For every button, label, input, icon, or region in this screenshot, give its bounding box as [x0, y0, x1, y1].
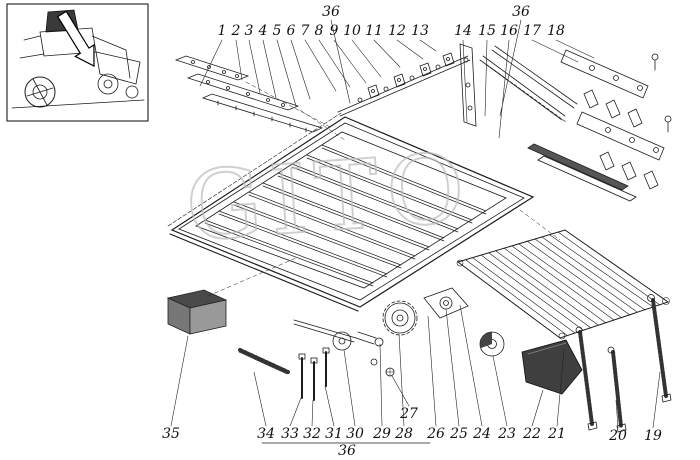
direction-arrow-icon	[56, 10, 95, 67]
callout-22: 22	[523, 426, 541, 442]
finger-bar-brackets	[337, 52, 471, 117]
callout-29: 29	[373, 426, 391, 442]
callout-34: 34	[257, 426, 275, 442]
callout-15: 15	[478, 23, 496, 39]
callout-20: 20	[609, 428, 627, 444]
callout-4: 4	[258, 23, 268, 39]
knife-bar	[527, 143, 637, 202]
callout-13: 13	[411, 23, 429, 39]
leader-lines	[170, 19, 661, 429]
callout-26: 26	[427, 426, 445, 442]
callout-36-top-right: 36	[512, 4, 530, 20]
callout-18: 18	[547, 23, 565, 39]
callout-16: 16	[500, 23, 518, 39]
callout-9: 9	[329, 23, 339, 39]
drive-cluster	[293, 287, 505, 377]
callout-21: 21	[548, 426, 566, 442]
callout-2: 2	[231, 23, 241, 39]
tension-rods	[575, 294, 672, 433]
callout-19: 19	[644, 428, 662, 444]
callout-32: 32	[303, 426, 321, 442]
watermark-text: GITO	[182, 133, 476, 263]
callout-10: 10	[343, 23, 361, 39]
inset-machine-thumbnail	[6, 3, 149, 122]
callout-35: 35	[162, 426, 180, 442]
callout-33: 33	[281, 426, 299, 442]
callout-30: 30	[346, 426, 364, 442]
callout-28: 28	[395, 426, 413, 442]
callout-17: 17	[523, 23, 541, 39]
callout-6: 6	[286, 23, 296, 39]
pins-rod-box	[166, 257, 330, 401]
callout-8: 8	[314, 23, 324, 39]
right-bracket-assemblies	[560, 49, 672, 190]
callout-5: 5	[272, 23, 282, 39]
callout-14: 14	[454, 23, 472, 39]
callout-24: 24	[473, 426, 491, 442]
floor-slats	[204, 144, 487, 287]
callout-36-top-left: 36	[322, 4, 340, 20]
threaded-rod	[238, 348, 290, 374]
callout-3: 3	[244, 23, 254, 39]
top-left-strips	[174, 55, 346, 141]
callout-36-bottom: 36	[338, 443, 356, 459]
discharge-chute	[521, 339, 583, 395]
drive-gear	[382, 300, 418, 336]
callout-23: 23	[498, 426, 516, 442]
callout-31: 31	[325, 426, 343, 442]
callout-11: 11	[365, 23, 383, 39]
callout-1: 1	[217, 23, 227, 39]
callout-7: 7	[300, 23, 310, 39]
conveyor-apron	[456, 209, 670, 340]
callout-12: 12	[388, 23, 406, 39]
callout-27: 27	[400, 406, 418, 422]
callout-25: 25	[450, 426, 468, 442]
right-channel-bars	[459, 43, 578, 127]
support-box-side	[189, 299, 227, 335]
